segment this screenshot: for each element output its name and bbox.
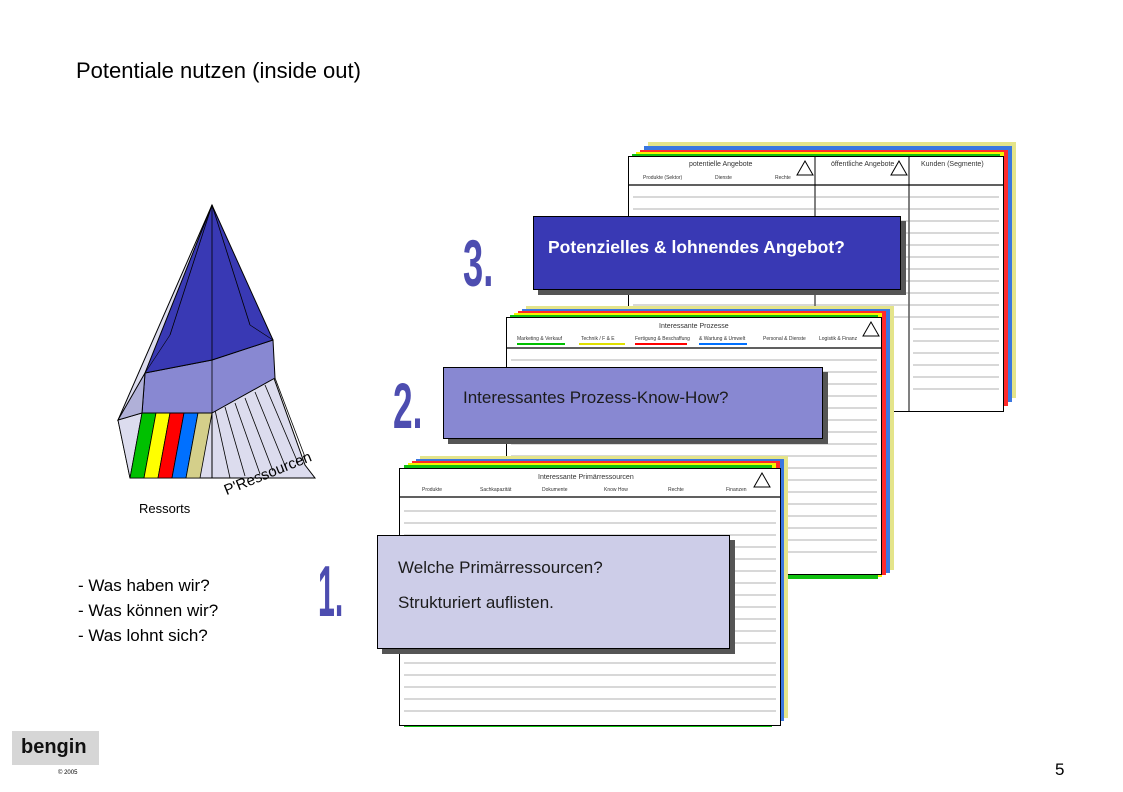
step1-line2: Strukturiert auflisten. [398, 593, 554, 612]
step1-box: Welche Primärressourcen? Strukturiert au… [377, 535, 730, 649]
step2-number: 2. [393, 370, 423, 442]
question-list: - Was haben wir? - Was können wir? - Was… [78, 573, 218, 648]
step3-box: Potenzielles & lohnendes Angebot? [533, 216, 901, 290]
copyright: © 2005 [58, 770, 78, 776]
question-item: - Was können wir? [78, 601, 219, 620]
bengin-logo: bengin [12, 731, 99, 765]
resource-pyramid [116, 203, 317, 479]
page-number: 5 [1055, 760, 1065, 779]
label-ressorts: Ressorts [139, 501, 191, 516]
step3-number: 3. [463, 226, 494, 300]
step2-box: Interessantes Prozess-Know-How? [443, 367, 823, 439]
step1-number: 1. [318, 552, 344, 632]
question-item: - Was haben wir? [78, 576, 210, 595]
slide-title: Potentiale nutzen (inside out) [76, 58, 361, 83]
step2-text: Interessantes Prozess-Know-How? [463, 388, 729, 407]
question-item: - Was lohnt sich? [78, 626, 208, 645]
step3-text: Potenzielles & lohnendes Angebot? [548, 237, 845, 257]
step1-line1: Welche Primärressourcen? [398, 558, 603, 577]
